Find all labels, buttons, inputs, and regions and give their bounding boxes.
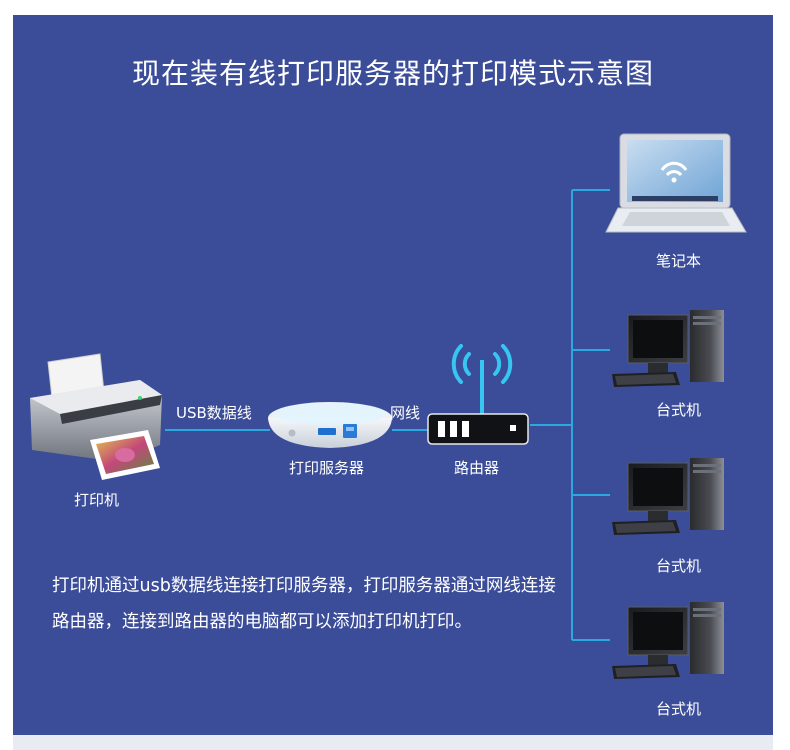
connector-lines: [165, 189, 610, 641]
desktop-icon: [612, 310, 724, 387]
printer-icon: [30, 353, 162, 480]
node-label-desktop-3: 台式机: [656, 700, 702, 718]
edge-label-usb-cable: USB数据线: [176, 404, 252, 422]
edge-label-network-cable: 网线: [390, 404, 421, 422]
desktop-icon: [612, 602, 724, 679]
diagram-title: 现在装有线打印服务器的打印模式示意图: [131, 57, 654, 90]
node-label-desktop-1: 台式机: [656, 401, 702, 419]
desktop-icon: [612, 458, 724, 535]
node-label-print-server: 打印服务器: [289, 459, 365, 477]
print-server-icon: [268, 402, 392, 448]
node-label-desktop-2: 台式机: [656, 557, 702, 575]
node-label-laptop: 笔记本: [656, 252, 702, 270]
wifi-signal-icon: [451, 344, 513, 384]
router-icon: [427, 360, 529, 445]
laptop-icon: [605, 133, 747, 233]
bottom-strip: [13, 735, 773, 750]
node-label-printer: 打印机: [74, 491, 120, 509]
description-text: 打印机通过usb数据线连接打印服务器，打印服务器通过网线连接路由器，连接到路由器…: [52, 576, 556, 632]
node-label-router: 路由器: [454, 459, 500, 477]
